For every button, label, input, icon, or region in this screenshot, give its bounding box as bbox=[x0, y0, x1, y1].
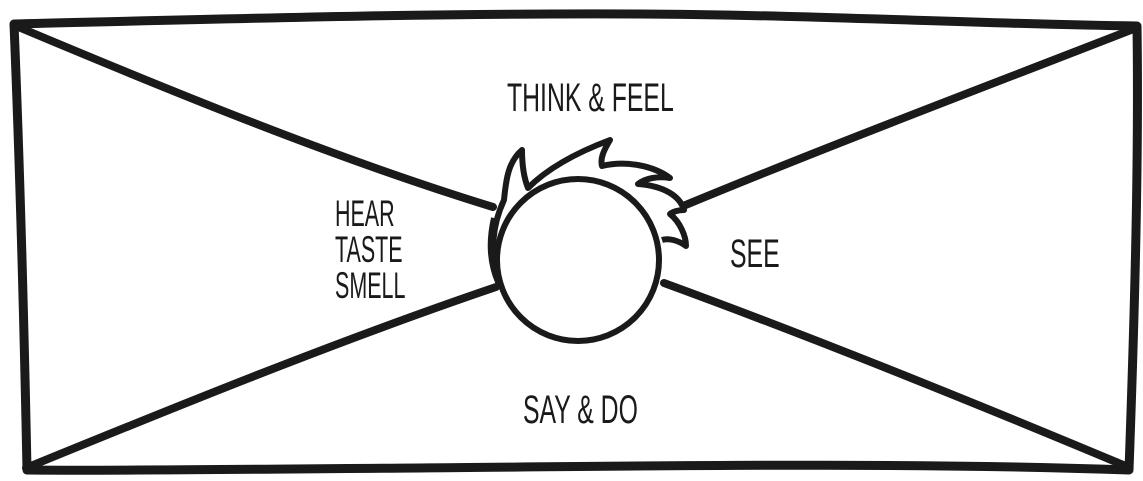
say-do-label: SAY & DO bbox=[523, 390, 638, 430]
taste-label: TASTE bbox=[335, 232, 405, 268]
divider-bottom-left bbox=[26, 287, 496, 468]
hear-taste-smell-label: HEAR TASTE SMELL bbox=[335, 196, 405, 304]
divider-bottom-right bbox=[664, 283, 1128, 467]
head-circle bbox=[497, 179, 659, 341]
smell-label: SMELL bbox=[335, 268, 405, 304]
head-icon bbox=[491, 140, 686, 341]
see-label: SEE bbox=[730, 234, 780, 274]
divider-top-left bbox=[16, 26, 493, 207]
think-feel-label: THINK & FEEL bbox=[507, 78, 674, 118]
hear-label: HEAR bbox=[335, 196, 405, 232]
divider-top-right bbox=[676, 28, 1136, 209]
